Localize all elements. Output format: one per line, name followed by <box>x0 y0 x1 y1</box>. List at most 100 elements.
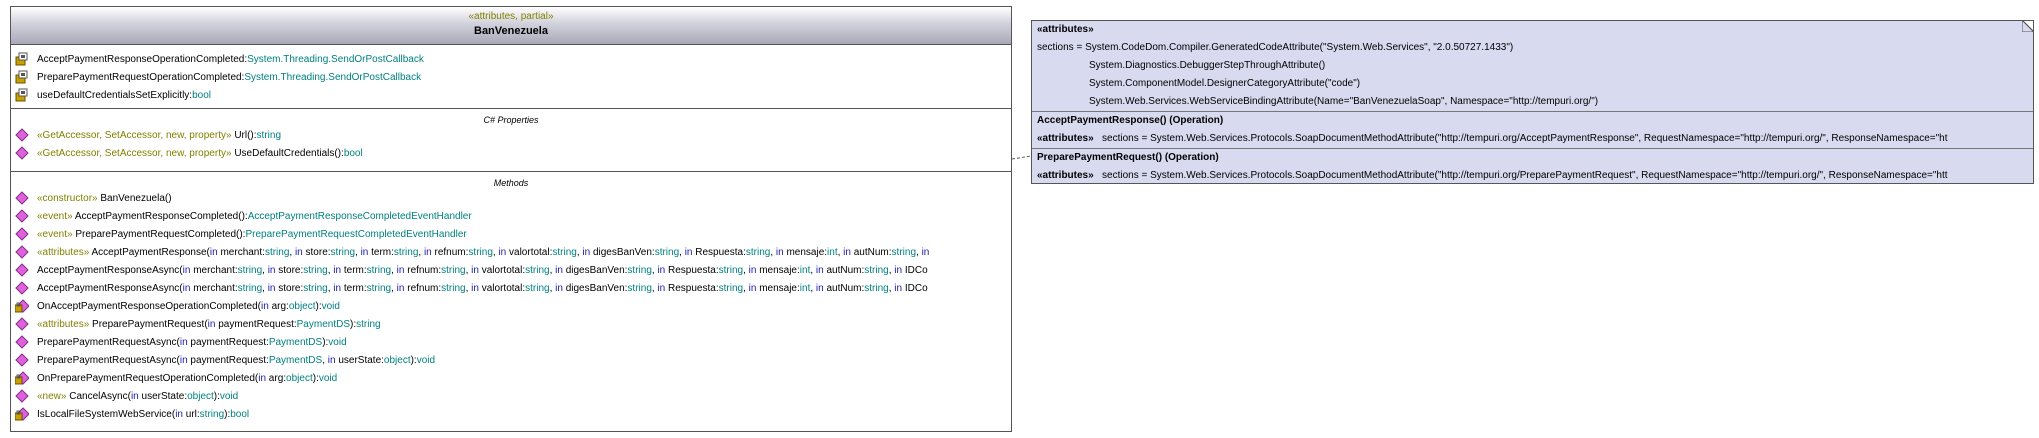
method-segment: in <box>360 247 369 258</box>
method-segment: , <box>810 265 816 276</box>
method-segment: bool <box>230 409 250 420</box>
method-row[interactable]: PreparePaymentRequestAsync(in paymentReq… <box>11 352 1011 370</box>
method-segment: string <box>718 265 744 276</box>
method-row[interactable]: OnPreparePaymentRequestOperationComplete… <box>11 370 1011 388</box>
protected-method-icon <box>15 299 29 314</box>
field-name: PreparePaymentRequestOperationCompleted: <box>37 72 245 83</box>
method-segment: string <box>199 409 225 420</box>
method-row[interactable]: «event» PreparePaymentRequestCompleted()… <box>11 226 1011 244</box>
method-row[interactable]: AcceptPaymentResponseAsync(in merchant:s… <box>11 262 1011 280</box>
method-segment: , <box>391 283 397 294</box>
method-segment: url: <box>183 409 200 420</box>
public-method-icon <box>15 245 29 260</box>
properties-section: C# Properties «GetAccessor, SetAccessor,… <box>11 109 1011 172</box>
method-segment: , <box>679 247 685 258</box>
note-sections-label: sections = <box>1037 42 1083 53</box>
method-segment: in <box>175 409 183 420</box>
method-row[interactable]: IsLocalFileSystemWebService(in url:strin… <box>11 406 1011 424</box>
method-row[interactable]: PreparePaymentRequestAsync(in paymentReq… <box>11 334 1011 352</box>
method-segment: Respuesta: <box>692 247 746 258</box>
method-segment: in <box>894 283 903 294</box>
method-row[interactable]: OnAcceptPaymentResponseOperationComplete… <box>11 298 1011 316</box>
method-segment: string <box>891 247 916 258</box>
method-segment: AcceptPaymentResponseAsync( <box>37 283 183 294</box>
method-segment: in <box>657 265 666 276</box>
public-method-icon <box>15 281 29 296</box>
method-segment: string <box>237 265 263 276</box>
method-segment: string <box>303 265 328 276</box>
method-segment: in <box>471 283 479 294</box>
method-segment: «event» <box>37 229 73 240</box>
method-segment: term: <box>341 283 367 294</box>
method-row[interactable]: «new» CancelAsync(in userState:object):v… <box>11 388 1011 406</box>
method-segment: userState: <box>138 391 188 402</box>
field-name: AcceptPaymentResponseOperationCompleted: <box>37 54 248 65</box>
attributes-note[interactable]: «attributes» sections = System.CodeDom.C… <box>1031 20 2034 184</box>
method-segment: in <box>333 265 342 276</box>
public-method-icon <box>15 353 29 368</box>
method-segment: term: <box>368 247 394 258</box>
method-segment: in <box>843 247 851 258</box>
method-segment: void <box>321 301 340 312</box>
method-segment: OnPreparePaymentRequestOperationComplete… <box>37 373 259 384</box>
method-segment: , <box>465 265 472 276</box>
method-segment: refnum: <box>404 283 442 294</box>
method-segment: digesBanVen: <box>562 265 628 276</box>
method-segment: string <box>864 283 889 294</box>
method-segment: userState: <box>335 355 384 366</box>
property-stereotype: «GetAccessor, SetAccessor, new, property… <box>37 148 232 159</box>
private-field-icon <box>15 88 29 102</box>
method-segment: refnum: <box>404 265 442 276</box>
class-box-banvenezuela[interactable]: «attributes, partial» BanVenezuela Accep… <box>10 6 1012 432</box>
method-segment: in <box>182 283 191 294</box>
method-row[interactable]: «attributes» PreparePaymentRequest(in pa… <box>11 316 1011 334</box>
methods-title: Methods <box>493 178 529 188</box>
method-segment: , <box>355 247 361 258</box>
method-row[interactable]: «attributes» AcceptPaymentResponse(in me… <box>11 244 1011 262</box>
method-segment: string <box>525 265 550 276</box>
method-segment: autNum: <box>823 283 865 294</box>
field-row[interactable]: PreparePaymentRequestOperationCompleted:… <box>11 69 1011 87</box>
method-segment: in <box>258 373 267 384</box>
method-segment: CancelAsync( <box>66 391 131 402</box>
method-segment: , <box>262 265 268 276</box>
method-segment: «attributes» <box>37 247 90 258</box>
method-row[interactable]: «constructor» BanVenezuela() <box>11 190 1011 208</box>
method-segment: , <box>837 247 844 258</box>
property-row[interactable]: «GetAccessor, SetAccessor, new, property… <box>11 127 1011 145</box>
method-segment: in <box>207 319 216 330</box>
note-op-attr-0: «attributes» sections = System.Web.Servi… <box>1032 130 2033 148</box>
method-segment: void <box>318 373 338 384</box>
field-row[interactable]: AcceptPaymentResponseOperationCompleted:… <box>11 51 1011 69</box>
method-segment: in <box>657 283 666 294</box>
method-row[interactable]: «event» AcceptPaymentResponseCompleted()… <box>11 208 1011 226</box>
property-name: Url(): <box>231 130 257 141</box>
method-segment: IsLocalFileSystemWebService( <box>37 409 176 420</box>
method-segment: in <box>130 391 139 402</box>
method-segment: ): <box>410 355 417 366</box>
method-segment: , <box>492 247 499 258</box>
method-segment: , <box>888 265 895 276</box>
method-segment: , <box>289 247 295 258</box>
method-segment: object <box>187 391 214 402</box>
method-segment: void <box>416 355 436 366</box>
method-segment: in <box>267 283 276 294</box>
method-segment: digesBanVen: <box>590 247 655 258</box>
method-segment: string <box>468 247 493 258</box>
method-segment: , <box>743 265 749 276</box>
method-segment: string <box>745 247 771 258</box>
property-row[interactable]: «GetAccessor, SetAccessor, new, property… <box>11 145 1011 163</box>
protected-method-icon <box>15 407 29 422</box>
method-segment: in <box>294 247 303 258</box>
public-method-icon <box>15 317 29 332</box>
private-field-icon <box>15 70 29 84</box>
method-segment: , <box>916 247 922 258</box>
class-header: «attributes, partial» BanVenezuela <box>11 7 1011 45</box>
field-row[interactable]: useDefaultCredentialsSetExplicitly:bool <box>11 87 1011 105</box>
method-segment: store: <box>302 247 331 258</box>
method-row[interactable]: AcceptPaymentResponseAsync(in merchant:s… <box>11 280 1011 298</box>
method-segment: AcceptPaymentResponseCompleted(): <box>72 211 248 222</box>
method-segment: object <box>286 373 313 384</box>
method-segment: object <box>383 355 411 366</box>
method-segment: Respuesta: <box>665 265 719 276</box>
